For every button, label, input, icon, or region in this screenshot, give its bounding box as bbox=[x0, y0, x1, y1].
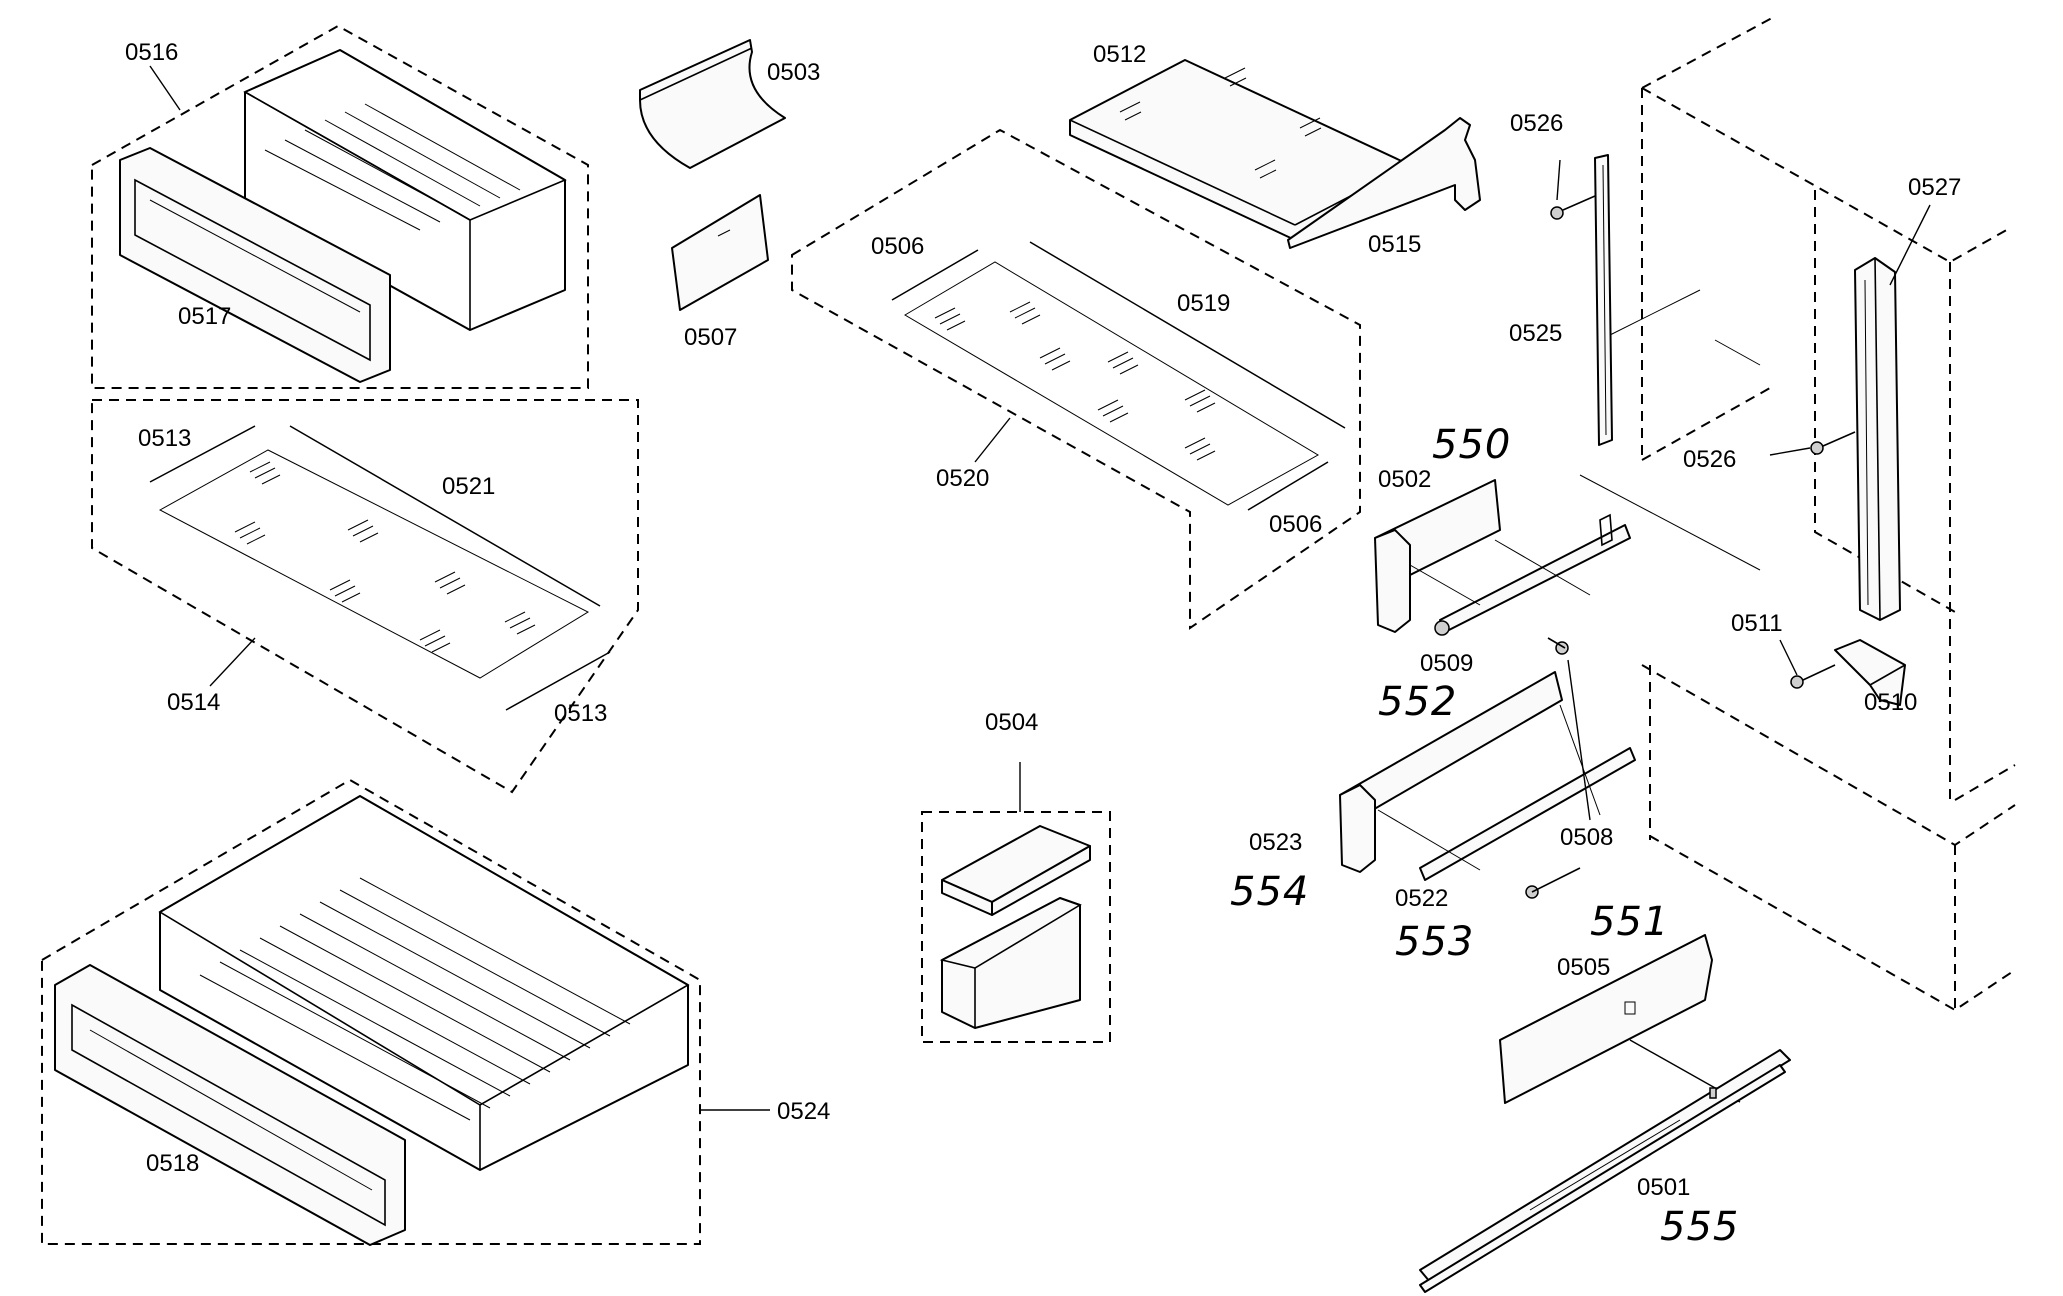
label-0525: 0525 bbox=[1509, 320, 1562, 347]
label-0511: 0511 bbox=[1731, 610, 1783, 637]
label-0505: 0505 bbox=[1557, 954, 1610, 981]
label-0513-upper: 0513 bbox=[138, 425, 191, 452]
shelf-assembly-0514 bbox=[91, 399, 639, 794]
handwritten-label-551: 551 bbox=[1590, 899, 1669, 945]
label-0526-lower: 0526 bbox=[1683, 446, 1736, 473]
label-0507: 0507 bbox=[684, 324, 737, 351]
label-0509: 0509 bbox=[1420, 650, 1473, 677]
drawer-frame-0523 bbox=[1339, 671, 1636, 899]
handwritten-label-552: 552 bbox=[1378, 679, 1457, 725]
shelf-assembly-0520 bbox=[791, 128, 1361, 630]
handwritten-label-550: 550 bbox=[1432, 422, 1511, 468]
label-0516: 0516 bbox=[125, 39, 178, 66]
label-0501: 0501 bbox=[1637, 1174, 1690, 1201]
crisper-drawer-lower bbox=[41, 778, 770, 1246]
label-0521: 0521 bbox=[442, 473, 495, 500]
label-0503: 0503 bbox=[767, 59, 820, 86]
handwritten-label-554: 554 bbox=[1230, 869, 1309, 915]
label-0508: 0508 bbox=[1560, 824, 1613, 851]
label-0517: 0517 bbox=[178, 303, 231, 330]
label-0527: 0527 bbox=[1908, 174, 1961, 201]
label-0524: 0524 bbox=[777, 1098, 830, 1125]
label-0520: 0520 bbox=[936, 465, 989, 492]
label-0512: 0512 bbox=[1093, 41, 1146, 68]
label-0504: 0504 bbox=[985, 709, 1038, 736]
crisper-drawer-upper bbox=[91, 24, 589, 389]
label-0506-lower: 0506 bbox=[1269, 511, 1322, 538]
label-0526-upper: 0526 bbox=[1510, 110, 1563, 137]
small-parts-0503-0507 bbox=[639, 39, 786, 311]
drawer-frame-0502 bbox=[1374, 479, 1631, 655]
shelf-bracket-0515 bbox=[1287, 117, 1481, 249]
cover-panel-0505 bbox=[1499, 934, 1741, 1104]
storage-box-0504 bbox=[921, 762, 1111, 1043]
handwritten-label-553: 553 bbox=[1395, 919, 1474, 965]
label-0518: 0518 bbox=[146, 1150, 199, 1177]
label-0513-lower: 0513 bbox=[554, 700, 607, 727]
label-0522: 0522 bbox=[1395, 885, 1448, 912]
slide-rail-0501 bbox=[1419, 1049, 1791, 1293]
label-0514: 0514 bbox=[167, 689, 220, 716]
label-0515: 0515 bbox=[1368, 231, 1421, 258]
bracket-0510 bbox=[1779, 639, 1906, 706]
label-0502: 0502 bbox=[1378, 466, 1431, 493]
label-0519: 0519 bbox=[1177, 290, 1230, 317]
side-rails bbox=[1550, 154, 1901, 621]
handwritten-label-555: 555 bbox=[1660, 1204, 1739, 1250]
cabinet-outline bbox=[1579, 17, 2016, 1012]
label-0523: 0523 bbox=[1249, 829, 1302, 856]
label-0506-upper: 0506 bbox=[871, 233, 924, 260]
label-0510: 0510 bbox=[1864, 689, 1917, 716]
